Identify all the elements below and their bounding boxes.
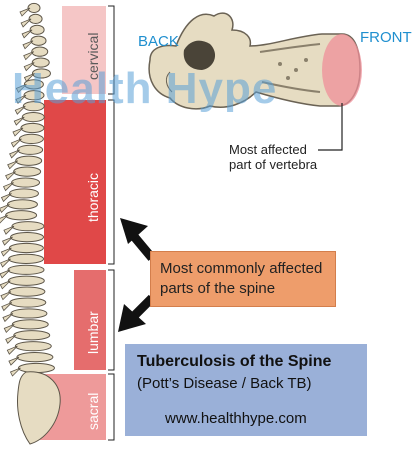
front-label: FRONT: [360, 29, 412, 46]
vertebra-13: [18, 133, 44, 145]
vertebra-33: [16, 351, 54, 363]
spine-column: [0, 2, 61, 445]
thoracic-region-bar: [44, 100, 106, 264]
cervical-region-bar: [62, 6, 106, 94]
spinous-process: [5, 334, 17, 344]
vertebra-20: [5, 210, 38, 221]
cervical-label: cervical: [85, 33, 101, 80]
most-affected-label: Most affected part of vertebra: [229, 142, 317, 172]
affected-leader-line: [318, 103, 343, 151]
back-label: BACK: [138, 33, 179, 50]
vertebra-25: [7, 264, 45, 275]
vertebra-28: [9, 297, 47, 308]
most-affected-line1: Most affected: [229, 142, 307, 157]
spinous-process: [9, 149, 20, 159]
vertebra-32: [14, 341, 52, 352]
vertebra-2: [28, 13, 43, 25]
callout-box: Most commonly affected parts of the spin…: [150, 251, 336, 307]
vertebra-7: [31, 68, 51, 79]
vertebra-19: [6, 199, 38, 210]
vertebra-11: [21, 111, 45, 123]
arrow-down-left-icon: [118, 294, 156, 332]
sacral-label: sacral: [85, 393, 101, 430]
vertebra-31: [13, 330, 51, 341]
vertebra-23: [8, 242, 44, 254]
vertebra-9: [23, 90, 45, 101]
spinous-process: [0, 203, 10, 214]
spinous-process: [12, 127, 24, 137]
callout-line1: Most commonly affected: [160, 260, 323, 277]
spinous-process: [0, 247, 12, 257]
spinous-process: [0, 280, 11, 290]
spinous-process: [5, 171, 16, 181]
spinous-process: [14, 105, 26, 115]
spinous-process: [7, 160, 18, 170]
vertebra-3: [29, 24, 45, 35]
spinous-process: [6, 345, 18, 355]
vertebra-14: [17, 144, 44, 155]
spinous-process: [3, 323, 15, 334]
region-brackets: [108, 5, 115, 441]
title-box: Tuberculosis of the Spine (Pott’s Diseas…: [125, 344, 367, 436]
vertebra-29: [10, 308, 48, 319]
vertebra-illustration: [148, 12, 362, 110]
vertebra-10: [22, 101, 45, 112]
vertebra-21: [11, 221, 45, 232]
vertebra-16: [13, 166, 42, 177]
spinous-process: [10, 138, 22, 148]
spinous-process: [1, 302, 13, 312]
vertebra-1: [27, 2, 41, 14]
spinous-process: [23, 73, 35, 83]
spinous-process: [2, 313, 14, 323]
spinous-process: [19, 7, 31, 17]
subtitle-text: (Pott’s Disease / Back TB): [137, 375, 312, 392]
spinous-process: [8, 356, 20, 366]
spinous-process: [0, 258, 11, 268]
callout-line2: parts of the spine: [160, 280, 276, 297]
vertebra-5: [31, 46, 49, 57]
vertebra-15: [15, 155, 43, 166]
vertebra-30: [11, 319, 49, 330]
vertebra-17: [11, 177, 41, 188]
spinous-process: [0, 291, 12, 301]
spinous-process: [20, 18, 32, 28]
sacrum: [17, 371, 61, 445]
spinous-process: [23, 62, 35, 72]
spinous-process: [0, 269, 11, 279]
vertebra-24: [8, 253, 45, 265]
vertebra-34: [17, 362, 55, 374]
vertebra-8: [23, 79, 44, 90]
website-link[interactable]: www.healthhype.com: [165, 410, 307, 427]
spinous-process: [1, 236, 13, 246]
spinous-process: [0, 193, 12, 203]
arrow-up-left-icon: [120, 218, 156, 261]
most-affected-line2: part of vertebra: [229, 157, 318, 172]
vertebra-26: [7, 275, 45, 286]
thoracic-label: thoracic: [85, 173, 101, 222]
vertebra-27: [8, 286, 46, 297]
spinous-process: [15, 94, 27, 104]
spinous-process: [15, 83, 27, 94]
vertebra-12: [20, 122, 45, 134]
spinous-process: [21, 29, 33, 39]
vertebra-18: [8, 188, 39, 199]
vertebra-6: [31, 57, 50, 68]
spinous-process: [22, 40, 34, 50]
spinous-process: [13, 116, 25, 126]
vertebra-4: [30, 35, 47, 46]
lumbar-region-bar: [74, 270, 106, 370]
health-hype-watermark: Health Hype: [12, 64, 278, 113]
vertebra-22: [10, 231, 45, 243]
spinous-process: [2, 182, 14, 192]
spinous-process: [3, 225, 15, 235]
spinous-process: [0, 214, 8, 224]
lumbar-label: lumbar: [85, 311, 101, 354]
spinous-process: [23, 51, 35, 61]
spinous-process: [9, 367, 21, 377]
title-text: Tuberculosis of the Spine: [137, 353, 332, 370]
